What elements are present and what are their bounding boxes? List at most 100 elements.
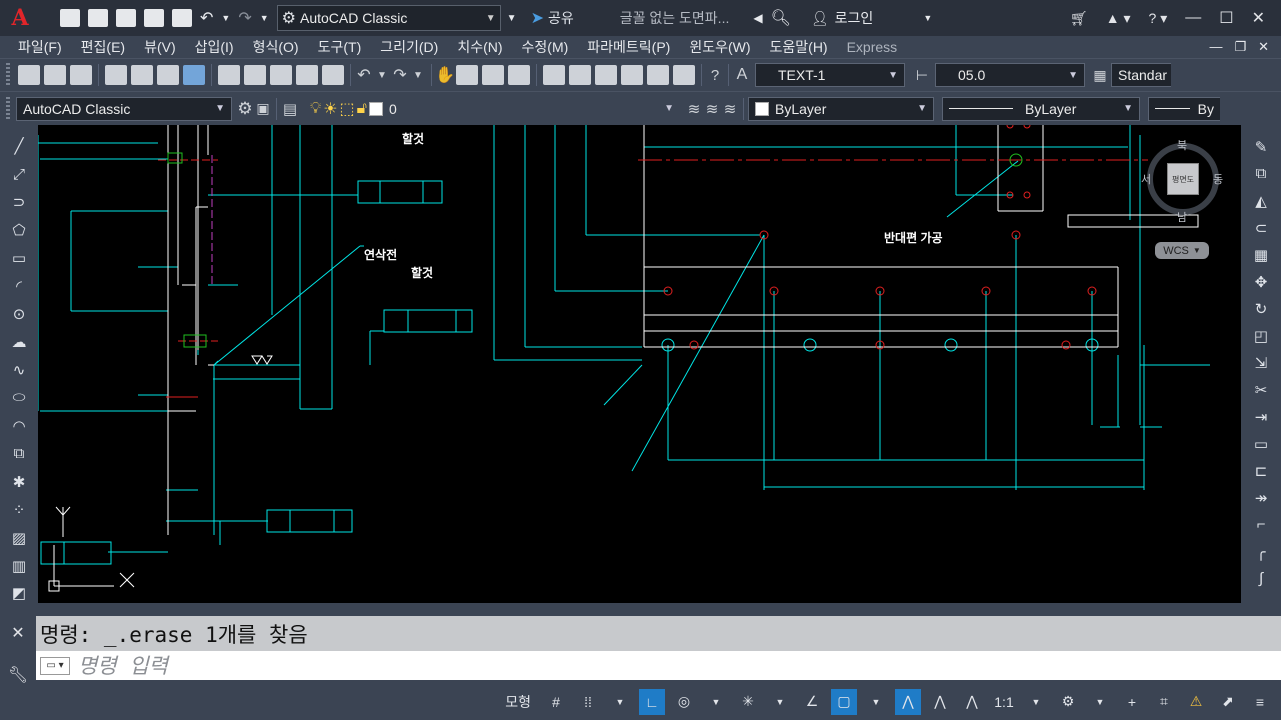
drawing-close-button[interactable]: ✕ [1258,39,1269,54]
trim-icon[interactable]: ✂ [1254,381,1268,399]
save-workspace-icon[interactable]: ▣ [256,100,270,116]
menu-tools[interactable]: 도구(T) [317,39,362,55]
chamfer-icon[interactable]: ⌐ [1256,516,1266,533]
menu-parametric[interactable]: 파라메트릭(P) [587,39,671,55]
polyline-icon[interactable]: ⊃ [12,194,26,212]
customize-qat-icon[interactable]: ▼ [506,12,517,24]
lineweight-select[interactable]: By [1148,96,1220,121]
markup-icon[interactable] [647,65,669,85]
match-properties-icon[interactable] [322,65,344,85]
table-style-select[interactable]: Standar [1111,63,1171,87]
erase-icon[interactable]: ✎ [1254,138,1268,156]
model-space-button[interactable]: 모형 [505,693,531,710]
viewcube-face[interactable]: 평면도 [1167,163,1199,195]
close-icon[interactable]: ✕ [11,625,25,642]
viewcube-north[interactable]: 북 [1177,140,1188,152]
save-icon[interactable] [116,9,136,27]
viewcube-west[interactable]: 서 [1141,174,1152,186]
snap-dropdown-icon[interactable]: ▼ [615,696,625,707]
open-icon[interactable] [44,65,66,85]
hardware-acceleration-icon[interactable]: ⬈ [1222,693,1234,709]
toolbar-grip[interactable] [6,96,10,121]
qnew-icon[interactable] [18,65,40,85]
menu-dimension[interactable]: 치수(N) [457,39,503,55]
close-button[interactable]: ✕ [1251,10,1265,27]
menu-file[interactable]: 파일(F) [18,39,62,55]
mirror-icon[interactable]: ◭ [1255,192,1267,210]
search-icon[interactable]: 🔍︎ [770,10,791,27]
ortho-icon[interactable]: ∟ [639,688,665,715]
layer-state-icon[interactable]: ≋ [723,100,737,118]
polygon-icon[interactable]: ⬠ [12,222,26,240]
paste-icon[interactable] [270,65,292,85]
share-button[interactable]: ➤ 공유 [531,8,574,28]
maximize-button[interactable]: ☐ [1219,10,1234,27]
menu-insert[interactable]: 삽입(I) [194,39,234,55]
menu-help[interactable]: 도움말(H) [769,39,828,55]
command-input[interactable] [78,653,978,678]
offset-icon[interactable]: ⊂ [1254,219,1268,237]
revision-cloud-icon[interactable]: ☁ [11,334,27,352]
design-center-icon[interactable] [569,65,591,85]
wrench-icon[interactable]: 🔧︎ [7,667,29,684]
linetype-select[interactable]: ByLayer ▼ [942,96,1140,121]
circle-icon[interactable]: ⊙ [12,306,26,324]
object-snap-icon[interactable]: ▢ [831,688,857,715]
cut-icon[interactable] [218,65,240,85]
annotation-scale-dropdown-icon[interactable]: ▼ [1031,696,1041,707]
insert-block-icon[interactable]: ⧉ [13,445,25,463]
redo-icon[interactable]: ↷ [393,67,407,84]
undo-dropdown-icon[interactable]: ▼ [377,69,387,81]
move-icon[interactable]: ✥ [1254,273,1268,291]
make-block-icon[interactable]: ✱ [12,473,26,491]
viewcube-south[interactable]: 남 [1177,212,1188,224]
menu-window[interactable]: 윈도우(W) [689,39,751,55]
scale-icon[interactable]: ◰ [1253,327,1269,345]
wcs-menu[interactable]: WCS ▼ [1155,242,1209,259]
calculator-icon[interactable] [673,65,695,85]
workspace-settings-icon[interactable]: ⚙ [237,98,253,118]
point-icon[interactable]: ⁘ [12,501,26,519]
tool-palettes-icon[interactable] [595,65,617,85]
snap-icon[interactable]: ⁞⁞ [584,693,592,710]
login-button[interactable]: 👤︎ 로그인 ▼ [811,8,932,28]
text-style-select[interactable]: TEXT-1 ▼ [755,63,905,87]
rectangle-icon[interactable]: ▭ [11,250,27,268]
auto-scale-icon[interactable]: ⋀ [934,693,946,709]
publish-icon[interactable] [157,65,179,85]
construction-line-icon[interactable]: ⤢ [12,165,25,183]
workspace-switch-icon[interactable]: ⚙ [1061,693,1075,709]
color-select[interactable]: ByLayer ▼ [748,96,934,121]
drawing-restore-button[interactable]: ❐ [1234,39,1247,54]
plot-icon[interactable] [105,65,127,85]
viewcube-east[interactable]: 동 [1213,174,1224,186]
hatch-icon[interactable]: ▨ [11,529,27,547]
ellipse-arc-icon[interactable]: ◠ [12,417,26,435]
viewcube[interactable]: 평면도 북 남 동 서 [1141,139,1224,224]
viewcube-compass[interactable] [1147,143,1219,215]
drawing-minimize-button[interactable]: — [1209,39,1223,54]
properties-icon[interactable] [543,65,565,85]
menu-express[interactable]: Express [846,39,898,55]
arc-icon[interactable]: ◜ [16,278,22,296]
redo-dropdown-icon[interactable]: ▼ [413,69,423,81]
break-icon[interactable]: ⊏ [1254,462,1268,480]
paste-special-icon[interactable] [296,65,318,85]
grid-icon[interactable]: # [552,693,560,710]
help-icon[interactable]: ? ▾ [1148,9,1168,26]
text-style-icon[interactable]: A [736,66,748,83]
workspace-select[interactable]: ⚙ AutoCAD Classic ▼ [276,5,501,31]
object-snap-tracking-icon[interactable]: ∠ [805,693,819,709]
array-icon[interactable]: ▦ [1253,246,1269,264]
redo-dropdown-icon[interactable]: ▼ [259,13,269,23]
polar-tracking-icon[interactable]: ◎ [677,693,691,709]
zoom-realtime-icon[interactable] [456,65,478,85]
save-icon[interactable] [70,65,92,85]
design-center-online-icon[interactable] [183,65,205,85]
workspace-switch-dropdown-icon[interactable]: ▼ [1095,696,1105,707]
copy-object-icon[interactable]: ⧉ [1255,165,1267,182]
new-icon[interactable] [60,9,80,27]
scroll-left-icon[interactable]: ◀ [753,11,763,25]
dim-style-icon[interactable]: ⊢ [915,66,929,83]
autocad-logo-icon[interactable]: A [11,5,29,31]
